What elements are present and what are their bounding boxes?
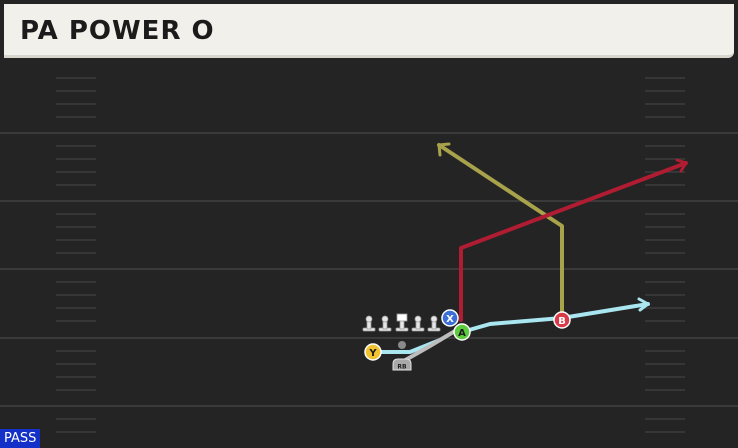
- lineman: [362, 315, 376, 332]
- a-player[interactable]: A: [453, 323, 471, 341]
- b-player[interactable]: B: [553, 311, 571, 329]
- lineman: [411, 315, 425, 332]
- a-route: [460, 302, 650, 334]
- a-label: A: [458, 328, 466, 339]
- quarterback-marker: [398, 341, 406, 349]
- b-route: [459, 161, 688, 322]
- routes: [371, 142, 688, 364]
- y-player[interactable]: Y: [364, 343, 382, 361]
- x-route-arrowhead: [437, 142, 451, 157]
- center: [395, 313, 409, 332]
- lineman: [378, 315, 392, 332]
- a-route-arrowhead: [637, 297, 650, 312]
- hash-marks-left: [56, 77, 96, 433]
- play-type-badge: PASS: [0, 429, 41, 448]
- x-player[interactable]: X: [441, 309, 459, 327]
- yard-lines: [0, 132, 738, 407]
- b-route-arrowhead: [675, 158, 688, 173]
- play-title-bar: PA POWER O: [4, 4, 734, 58]
- lineman: [427, 315, 441, 332]
- offensive-line: [362, 313, 441, 332]
- y-label: Y: [368, 348, 377, 359]
- b-label: B: [558, 316, 566, 327]
- rb-player[interactable]: RB: [392, 358, 412, 371]
- play-title: PA POWER O: [20, 16, 215, 46]
- rb-route: [400, 329, 457, 364]
- rb-label: RB: [397, 364, 407, 371]
- hash-marks-right: [645, 77, 685, 433]
- x-route: [437, 143, 564, 320]
- x-label: X: [446, 314, 454, 325]
